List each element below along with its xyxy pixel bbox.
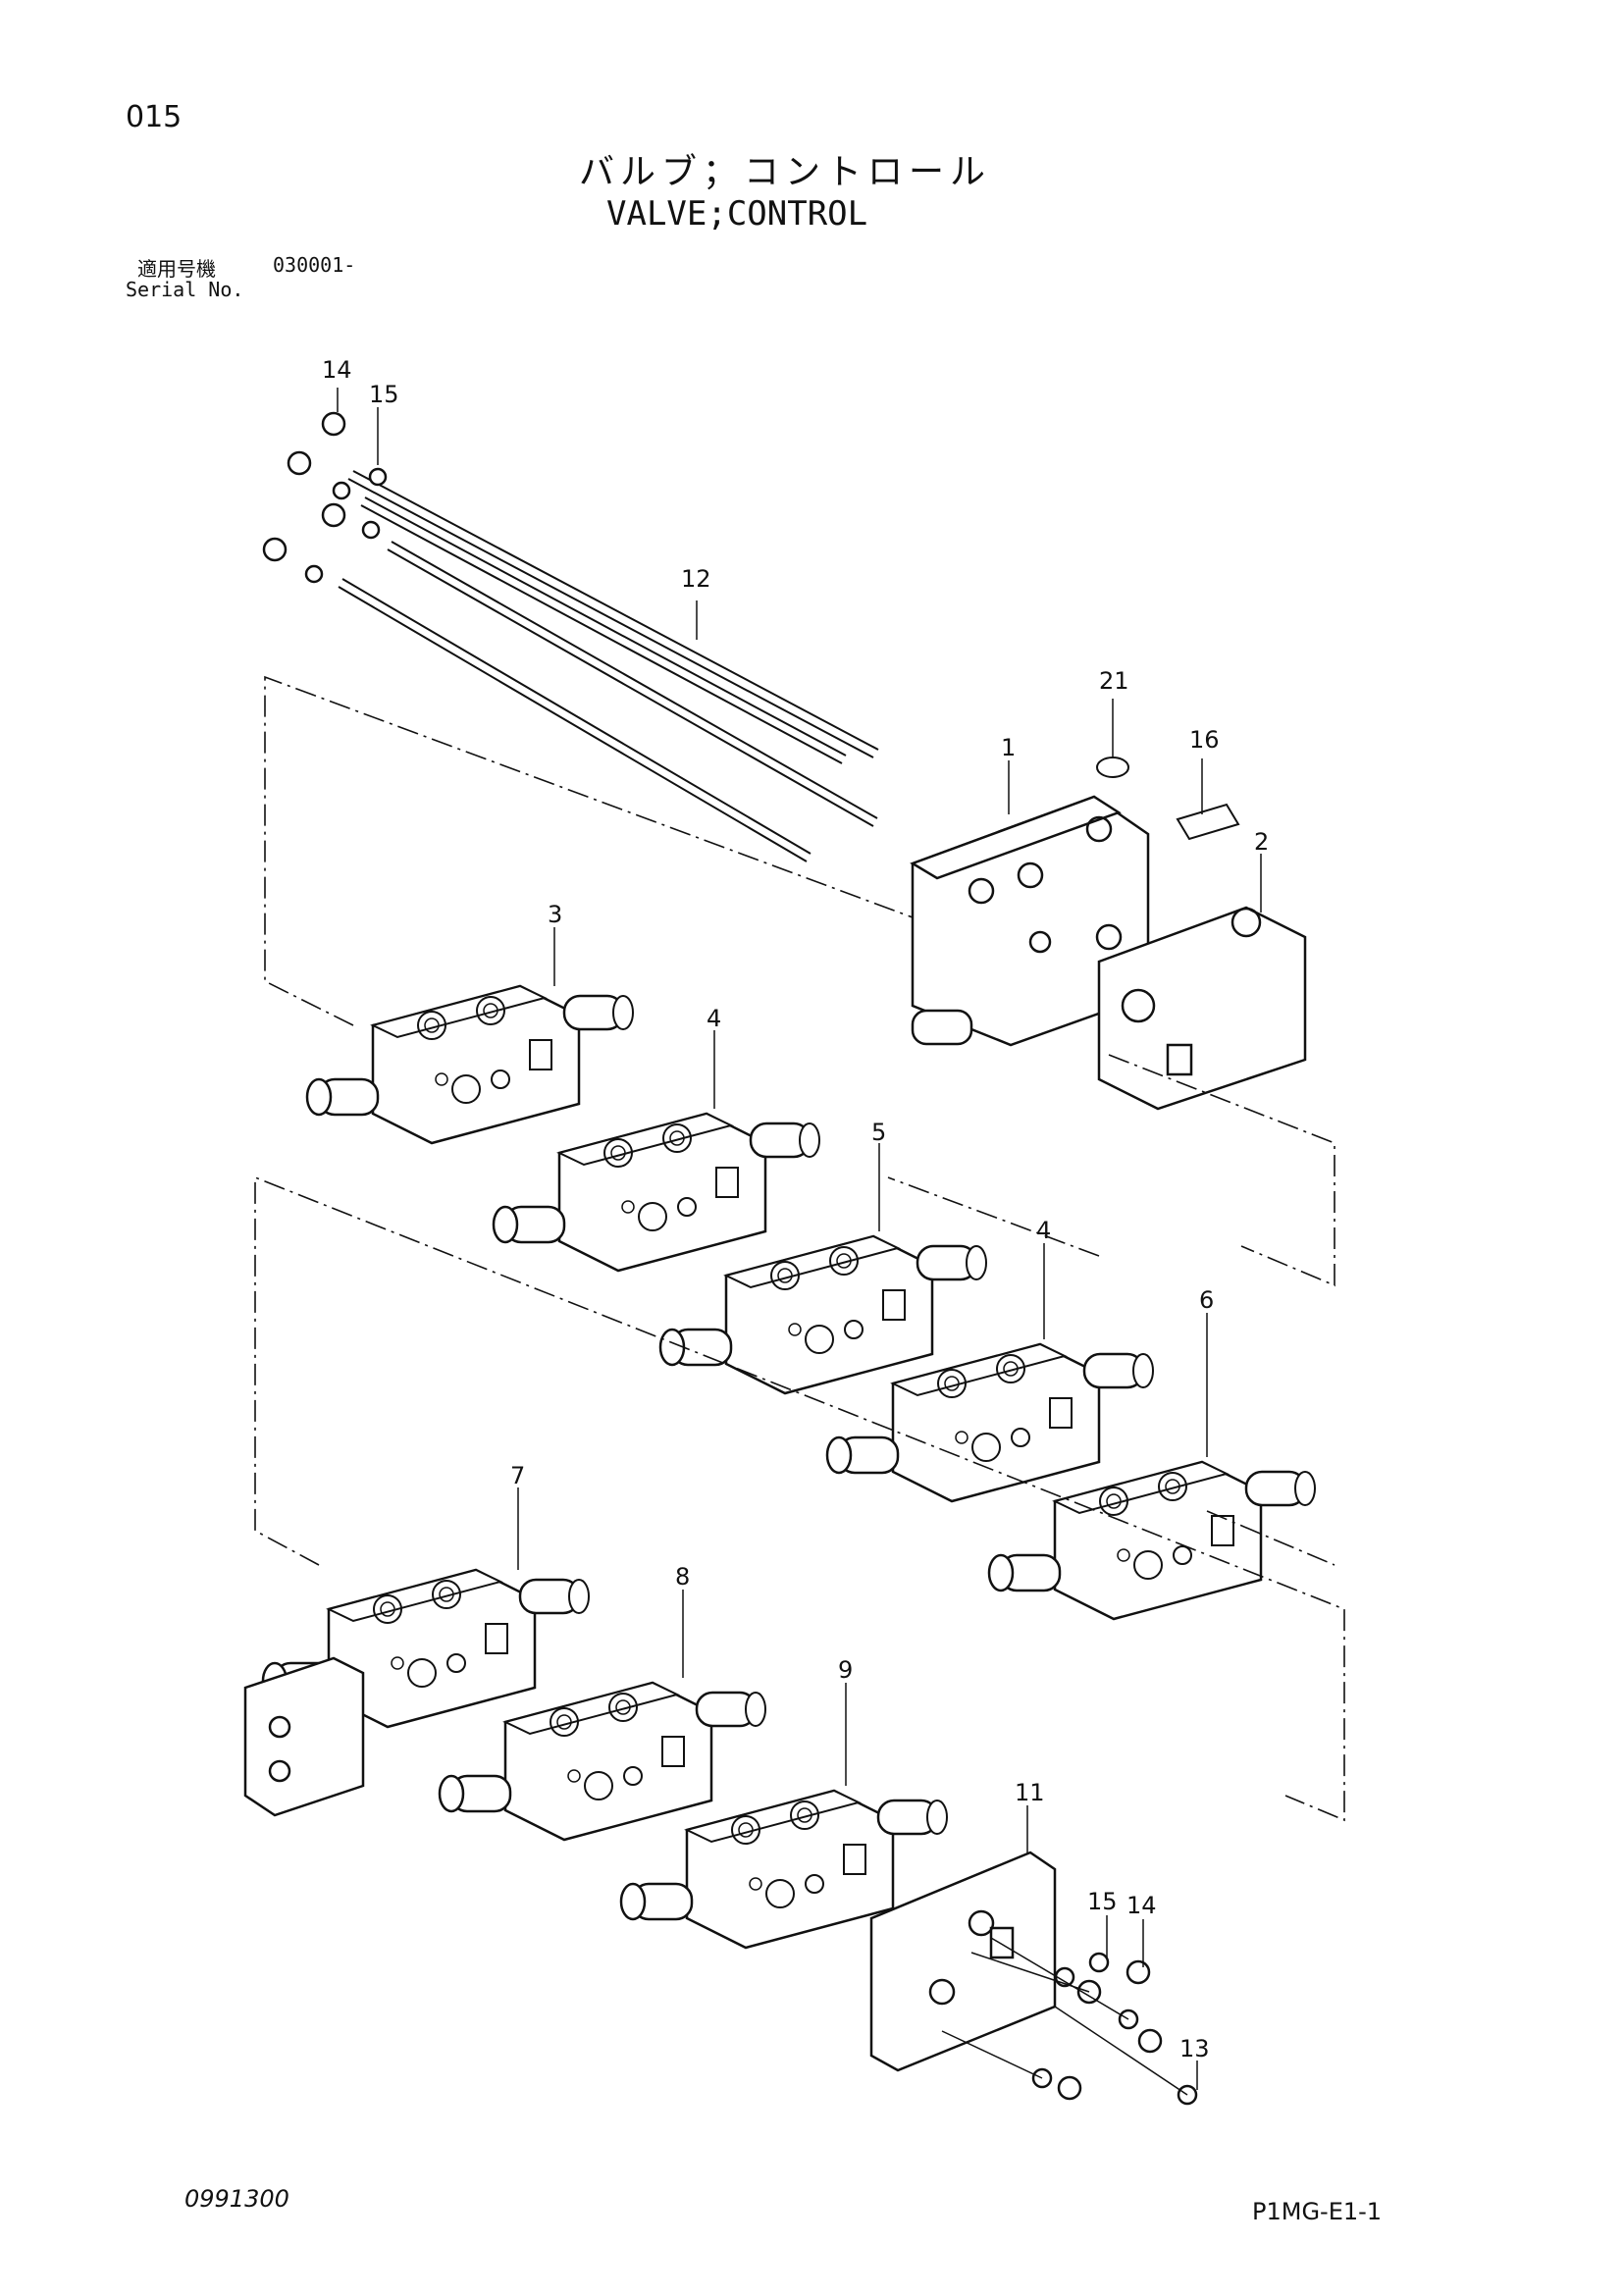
valve-section-8 <box>438 1681 767 1842</box>
callout-4b: 4 <box>1036 1217 1051 1244</box>
callout-11: 11 <box>1015 1779 1045 1806</box>
serial-label-english: Serial No. <box>126 278 244 301</box>
plug-part-21 <box>1096 757 1129 778</box>
plate-part-16 <box>1176 803 1240 841</box>
valve-section-6 <box>987 1460 1317 1621</box>
document-number: 0991300 <box>184 2185 289 2213</box>
pilot-block <box>243 1656 365 1817</box>
page-number: 015 <box>126 100 183 134</box>
serial-label-japanese: 適用号機 <box>137 257 216 281</box>
callout-7: 7 <box>510 1462 525 1489</box>
callout-21: 21 <box>1099 667 1129 695</box>
callout-15b: 15 <box>1087 1888 1118 1915</box>
bottom-rods <box>941 1937 1188 2096</box>
callout-16: 16 <box>1189 726 1220 754</box>
callout-3: 3 <box>548 901 562 928</box>
tie-rods <box>338 470 879 862</box>
callout-5: 5 <box>871 1119 886 1146</box>
callout-9: 9 <box>838 1656 853 1684</box>
end-plate <box>869 1851 1057 2072</box>
valve-section-3 <box>305 984 635 1145</box>
callout-13: 13 <box>1179 2035 1210 2062</box>
callout-15: 15 <box>369 381 399 408</box>
serial-value: 030001- <box>273 253 356 277</box>
assembly-outline <box>254 675 1345 1822</box>
nuts-washers-top <box>262 411 388 584</box>
page-code: P1MG-E1-1 <box>1252 2198 1383 2225</box>
callout-2: 2 <box>1254 828 1269 856</box>
callout-1: 1 <box>1001 734 1016 761</box>
leader-lines <box>337 388 1262 2090</box>
callout-8: 8 <box>675 1563 690 1591</box>
end-section <box>1097 906 1307 1111</box>
callout-14b: 14 <box>1126 1892 1157 1919</box>
callout-14: 14 <box>322 356 352 384</box>
title-japanese: バルブ；コントロール <box>579 152 992 192</box>
nuts-washers-bottom <box>1031 1952 1198 2106</box>
callout-12: 12 <box>681 565 711 593</box>
valve-section-4 <box>492 1112 821 1273</box>
callout-6: 6 <box>1199 1286 1214 1314</box>
valve-section-5 <box>658 1234 988 1395</box>
title-english: VALVE;CONTROL <box>606 194 868 234</box>
inlet-section <box>910 795 1150 1047</box>
callout-4: 4 <box>707 1005 721 1032</box>
